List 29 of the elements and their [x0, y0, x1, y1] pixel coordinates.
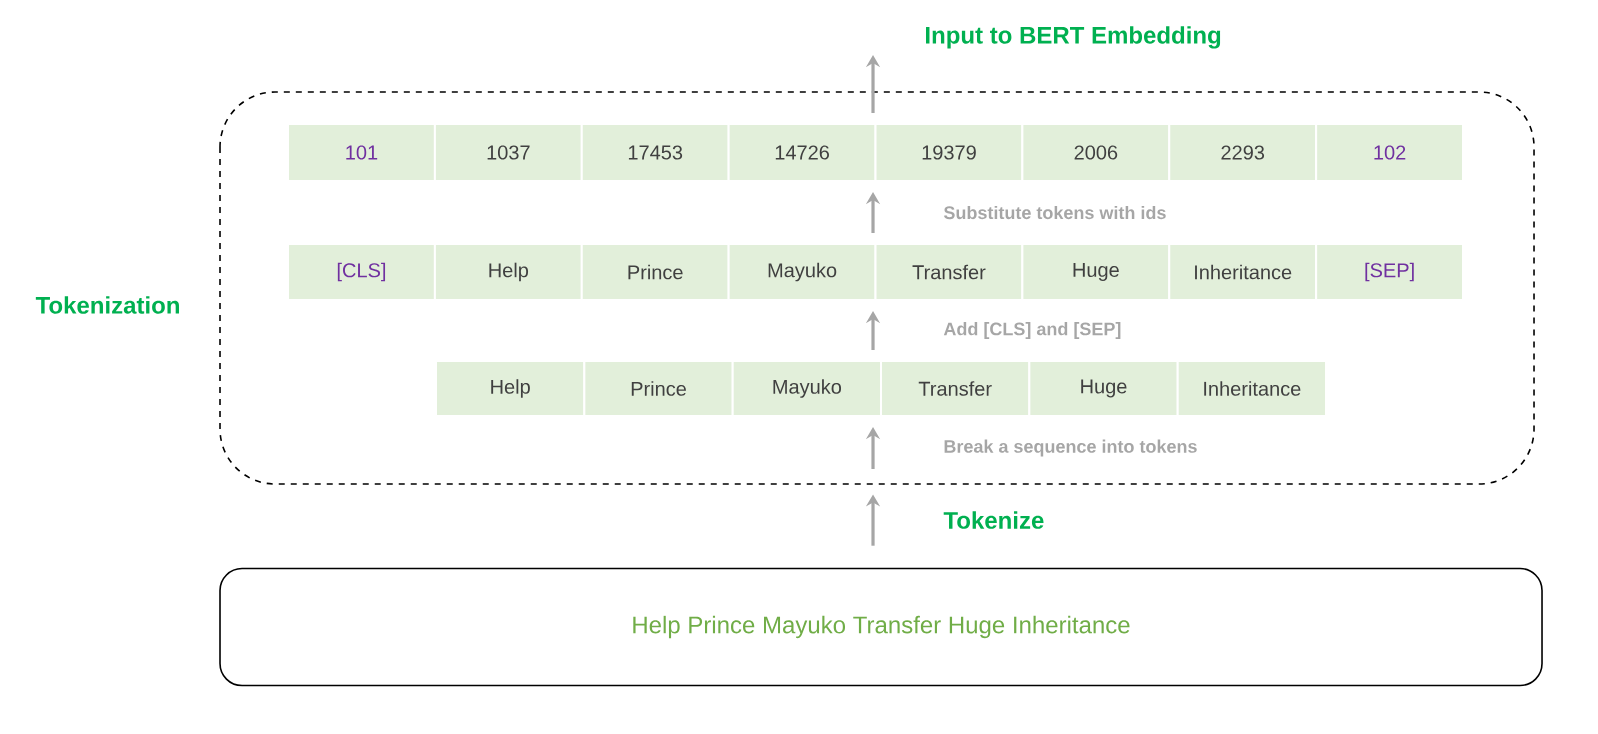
token-cell: Transfer	[880, 360, 1031, 417]
edge-label: Tokenize	[943, 511, 1044, 529]
token-cell: 2293	[1168, 123, 1318, 182]
edge-label: Input to BERT Embedding	[926, 26, 1221, 49]
token-cell: 102	[1315, 123, 1464, 182]
edge-label: Substitute tokens with ids	[943, 205, 1166, 220]
token-cell: 1037	[433, 123, 583, 182]
token-cell: Mayuko	[727, 243, 877, 301]
edge-label: Add [CLS] and [SEP]	[943, 322, 1121, 339]
edge-label: Break a sequence into tokens	[944, 439, 1197, 457]
token-cell: Transfer	[874, 243, 1024, 301]
input-sentence-box: Help Prince Mayuko Transfer Huge Inheritance	[219, 567, 1543, 687]
token-cell: Prince	[580, 243, 730, 301]
token-cell: Huge	[1028, 360, 1179, 417]
token-cell: Mayuko	[731, 360, 882, 417]
token-cell: Inheritance	[1168, 243, 1318, 301]
token-cell: [SEP]	[1315, 243, 1464, 301]
node-label: Tokenization	[35, 296, 179, 314]
token-cell: 2006	[1021, 123, 1171, 182]
token-cell: 17453	[580, 123, 730, 182]
token-cell: Help	[433, 243, 583, 301]
token-cell: 101	[287, 123, 436, 182]
token-cell: [CLS]	[287, 243, 436, 301]
token-cell: 14726	[727, 123, 877, 182]
token-cell: Inheritance	[1176, 360, 1328, 417]
token-cell: 19379	[874, 123, 1024, 182]
token-cell: Huge	[1021, 243, 1171, 301]
token-cell: Prince	[583, 360, 734, 417]
token-cell: Help	[435, 360, 586, 417]
